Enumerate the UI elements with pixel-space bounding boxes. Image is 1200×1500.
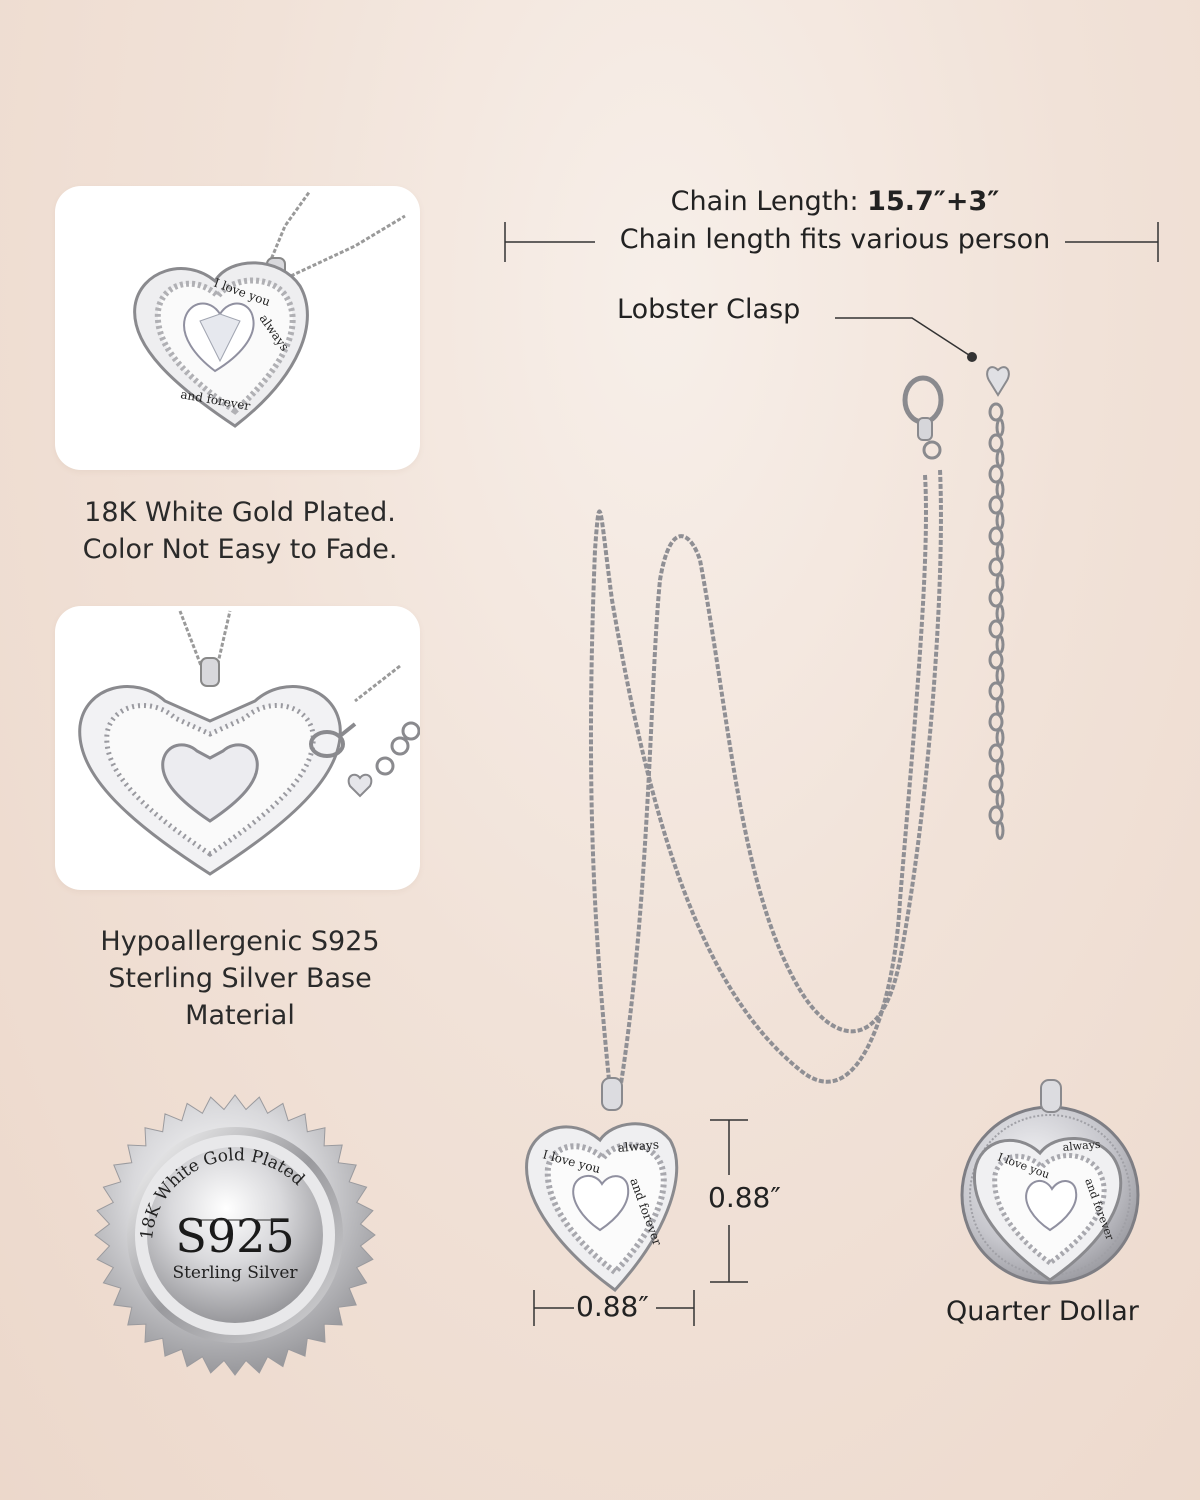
- extender-chain-link: [995, 635, 1005, 654]
- coin-engraving-always: always: [1062, 1138, 1101, 1154]
- gold-plated-caption-line-2: Color Not Easy to Fade.: [82, 534, 398, 565]
- extender-chain-link: [995, 728, 1005, 747]
- full-necklace-image: I love you always and forever: [525, 317, 1010, 1293]
- extender-chain-link: [995, 573, 1005, 592]
- extender-chain-link: [988, 464, 1004, 484]
- extender-chain-link: [988, 619, 1004, 639]
- extender-chain-link: [995, 821, 1005, 840]
- seal-sterling-silver-text: Sterling Silver: [172, 1263, 298, 1283]
- heart-necklace-closeup-image: I love you always and forever: [133, 190, 406, 428]
- pendant-height-label: 0.88″: [708, 1181, 781, 1214]
- extender-chain-link: [988, 805, 1004, 825]
- chain-fit-note: Chain length fits various person: [619, 224, 1051, 255]
- extender-chain-link: [995, 666, 1005, 685]
- extender-chain-link: [988, 681, 1004, 701]
- seal-s925-text: S925: [175, 1209, 294, 1263]
- extender-chain-link: [995, 697, 1005, 716]
- extender-chain-link: [988, 526, 1004, 546]
- chain-length-label: Chain Length:: [670, 186, 868, 217]
- pendant-width-label: 0.88″: [576, 1290, 649, 1323]
- extender-chain-link: [995, 449, 1005, 468]
- sterling-silver-caption-line-2: Sterling Silver Base: [108, 963, 372, 994]
- extender-chain-link: [988, 557, 1004, 577]
- extender-chain-link: [988, 712, 1004, 732]
- extender-chain-link: [995, 480, 1005, 499]
- quarter-dollar-comparison-image: I love you always and forever: [960, 1079, 1140, 1285]
- chain-length-value: 15.7″+3″: [867, 186, 1000, 217]
- pendant-engraving-always: always: [617, 1137, 659, 1155]
- gold-plated-caption-line-1: 18K White Gold Plated.: [84, 497, 396, 528]
- extender-chain-link: [995, 542, 1005, 561]
- sterling-silver-caption-line-3: Material: [185, 1000, 295, 1031]
- extender-chain-link: [988, 433, 1004, 453]
- chain-length-title: Chain Length: 15.7″+3″: [600, 186, 1070, 217]
- extender-chain-link: [995, 418, 1005, 437]
- extender-chain-link: [988, 402, 1004, 422]
- lobster-clasp-label: Lobster Clasp: [617, 294, 801, 325]
- extender-chain-link: [988, 588, 1004, 608]
- extender-chain-link: [988, 650, 1004, 670]
- extender-chain-link: [988, 774, 1004, 794]
- extender-chain-link: [995, 604, 1005, 623]
- chain-length-dimension-line: [504, 222, 1159, 262]
- pendant-width-dimension-line: [533, 1290, 695, 1326]
- extender-chain-link: [988, 743, 1004, 763]
- extender-chain-link: [988, 495, 1004, 515]
- extender-chain-link: [995, 511, 1005, 530]
- sterling-silver-caption-line-1: Hypoallergenic S925: [100, 926, 380, 957]
- extender-chain-link: [995, 790, 1005, 809]
- double-heart-pendant-image: [78, 610, 420, 876]
- pendant-height-dimension-line: [710, 1119, 748, 1283]
- gold-plated-caption: 18K White Gold Plated. Color Not Easy to…: [40, 494, 440, 568]
- s925-seal-badge: 18K White Gold Plated S925 Sterling Silv…: [94, 1094, 376, 1376]
- gold-plated-photo-card: I love you always and forever: [55, 186, 420, 470]
- extender-chain-link: [995, 759, 1005, 778]
- quarter-dollar-label: Quarter Dollar: [946, 1296, 1139, 1327]
- sterling-silver-photo-card: [55, 606, 420, 890]
- sterling-silver-caption: Hypoallergenic S925 Sterling Silver Base…: [40, 923, 440, 1034]
